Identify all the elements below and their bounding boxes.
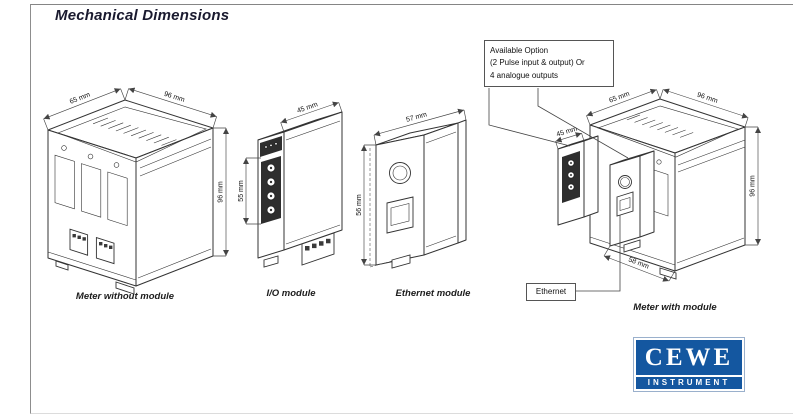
screw-icon: [656, 159, 662, 165]
figure-meter-with-module: 45 mm 65 mm 96 mm 96 mm 58 mm: [555, 88, 761, 282]
screw-icon: [113, 162, 120, 168]
logo-brand-text: CEWE: [636, 340, 742, 375]
screw-icon: [87, 153, 94, 160]
front-windows: [54, 145, 128, 227]
caption-meter-with-module: Meter with module: [633, 302, 717, 313]
caption-ethernet-module: Ethernet module: [395, 288, 471, 299]
dim-height-label: 56 mm: [356, 194, 363, 216]
top-connector: [260, 136, 282, 157]
dim-depth-label: 45 mm: [296, 101, 319, 115]
dim-depth-label: 65 mm: [608, 91, 631, 105]
screw-icon: [61, 145, 67, 151]
dim-depth-label: 57 mm: [405, 111, 428, 124]
dim-width-label: 96 mm: [696, 92, 719, 105]
ethernet-port-icon: [386, 196, 414, 234]
pulse-module: [557, 135, 599, 226]
caption-io-module: I/O module: [266, 288, 316, 299]
annotation-line-3: 4 analogue outputs: [490, 70, 559, 80]
page-title: Mechanical Dimensions: [55, 7, 230, 24]
logo-subtitle-text: INSTRUMENT: [636, 377, 742, 389]
din-clip: [55, 260, 135, 295]
terminal-block: [261, 156, 281, 224]
figure-meter-without-module: 65 mm 96 mm 96 mm: [43, 87, 229, 295]
bottom-terminal-strip: [301, 232, 335, 266]
antenna-hole-icon: [389, 162, 411, 184]
cewe-logo: CEWE INSTRUMENT: [633, 337, 745, 392]
dim-height-label: 55 mm: [238, 180, 245, 202]
ethernet-module-attached: [609, 150, 655, 247]
figure-ethernet-module: 57 mm 56 mm: [356, 108, 467, 269]
ethernet-label: Ethernet: [526, 283, 576, 301]
vent-slots: [92, 117, 177, 146]
din-clip: [263, 255, 279, 268]
figure-io-module: 45 mm 55 mm: [238, 101, 343, 268]
dim-depth-label: 65 mm: [69, 91, 92, 105]
din-clip: [391, 254, 411, 269]
ethernet-module-body: [369, 119, 467, 268]
dim-module-depth-label: 45 mm: [556, 126, 579, 139]
annotation-line-2: (2 Pulse input & output) Or: [490, 58, 585, 68]
caption-meter-without-module: Meter without module: [75, 291, 175, 302]
dim-height-label: 96 mm: [218, 181, 225, 203]
annotation-line-1: Available Option: [490, 46, 549, 55]
dim-height-label: 96 mm: [750, 175, 757, 197]
annotation-available-option: Available Option (2 Pulse input & output…: [484, 40, 614, 88]
vent-slots: [626, 114, 694, 138]
dim-width-label: 96 mm: [163, 91, 186, 104]
terminal-blocks: [69, 228, 115, 265]
panel-seam-lines: [47, 138, 212, 281]
